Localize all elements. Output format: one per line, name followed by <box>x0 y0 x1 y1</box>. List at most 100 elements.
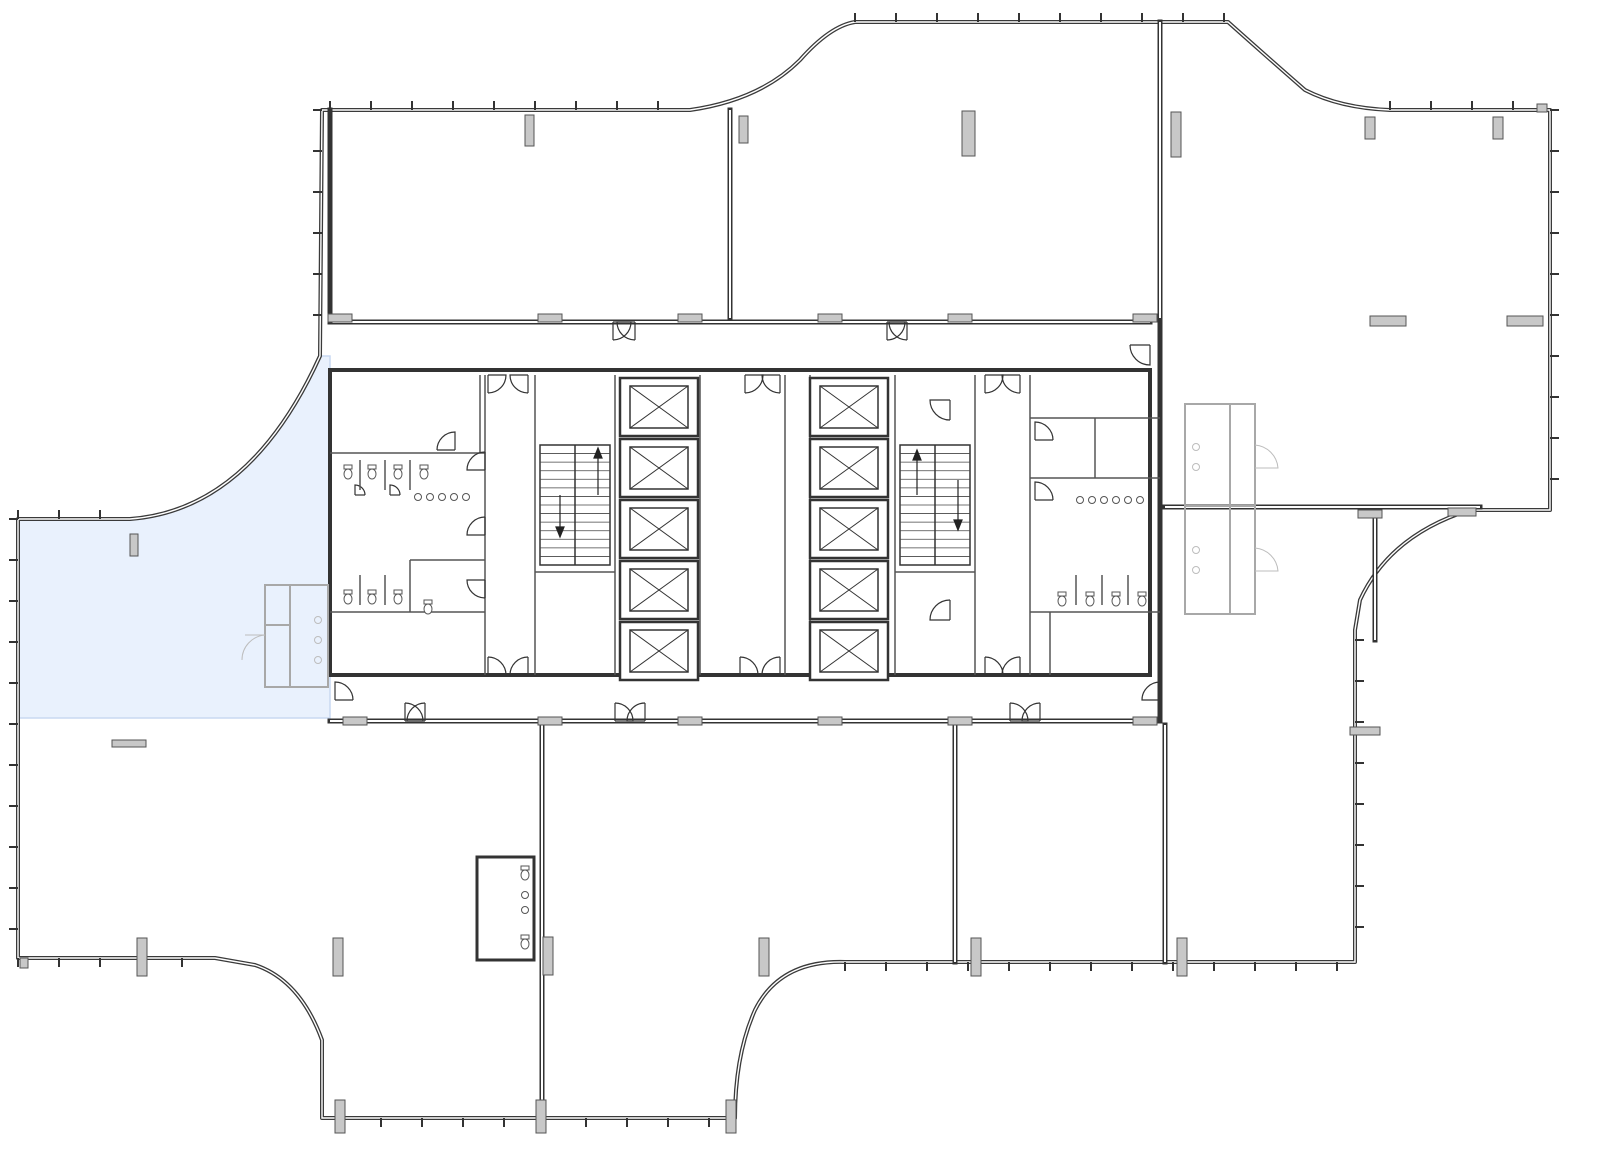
elevator-icon <box>808 376 890 438</box>
column-icon <box>817 313 843 323</box>
elevator-icon <box>618 376 700 438</box>
door-swing-icon[interactable] <box>888 321 908 341</box>
column-icon <box>1132 716 1158 726</box>
elevator-icon <box>618 437 700 499</box>
toilet-icon <box>314 636 322 644</box>
column-icon <box>1536 103 1548 113</box>
column-icon <box>1369 315 1407 327</box>
column-icon <box>19 957 29 969</box>
toilet-icon <box>1192 566 1200 574</box>
column-icon <box>136 937 148 977</box>
sink-icon <box>521 906 529 914</box>
toilet-icon <box>314 656 322 664</box>
window-mullions <box>9 13 1559 1127</box>
exterior-wall <box>16 20 1552 1120</box>
stair-down-arrow-icon-2 <box>953 519 963 532</box>
door-swing-icon[interactable] <box>616 321 636 341</box>
toilet-icon <box>1137 591 1147 607</box>
toilet-icon <box>393 464 403 480</box>
column-icon <box>1364 116 1376 140</box>
elevator-icon <box>618 559 700 621</box>
door-swing-icon[interactable] <box>1141 681 1161 701</box>
column-icon <box>1170 111 1182 158</box>
sink-icon <box>1124 496 1132 504</box>
stair-down-arrow-icon <box>555 526 565 539</box>
door-swing-icon[interactable] <box>1009 702 1029 722</box>
door-swing-icon[interactable] <box>614 702 634 722</box>
column-icon <box>677 313 703 323</box>
door-swing-icon[interactable] <box>929 399 951 421</box>
column-icon <box>758 937 770 977</box>
door-swing-icon[interactable] <box>1001 374 1021 394</box>
highlighted-room[interactable] <box>17 355 331 719</box>
sink-icon <box>450 493 458 501</box>
column-icon <box>537 716 563 726</box>
door-swing-icon[interactable] <box>739 656 759 676</box>
toilet-icon <box>520 934 530 950</box>
door-swing-icon[interactable] <box>1034 481 1054 501</box>
sink-icon <box>1076 496 1084 504</box>
toilet-icon <box>1192 443 1200 451</box>
toilet-icon <box>1192 463 1200 471</box>
column-icon <box>961 110 976 157</box>
interior-walls <box>327 19 1483 1121</box>
stair-left <box>539 444 611 566</box>
column-icon <box>1357 509 1383 519</box>
door-swing-icon[interactable] <box>436 431 456 451</box>
sink-icon <box>462 493 470 501</box>
door-swing-icon[interactable] <box>929 599 951 621</box>
column-icon <box>334 1099 346 1134</box>
toilet-icon <box>1111 591 1121 607</box>
door-swing-icon[interactable] <box>761 656 781 676</box>
door-swing-icon[interactable] <box>1034 421 1054 441</box>
door-swing-icon[interactable] <box>466 579 486 599</box>
column-icon <box>342 716 368 726</box>
column-icon <box>1492 116 1504 140</box>
door-swing-icon[interactable] <box>509 656 529 676</box>
door-swing-icon[interactable] <box>1021 702 1041 722</box>
toilet-icon <box>393 589 403 605</box>
door-swing-icon[interactable] <box>466 516 486 536</box>
column-icon <box>947 313 973 323</box>
door-swing-icon[interactable] <box>406 702 426 722</box>
door-swing-icon[interactable] <box>626 702 646 722</box>
door-swing-icon[interactable] <box>1001 656 1021 676</box>
ghost-restroom-east <box>1184 403 1279 615</box>
door-swing-icon[interactable] <box>984 374 1004 394</box>
door-swing-icon[interactable] <box>509 374 529 394</box>
column-icon <box>542 936 554 976</box>
doors[interactable] <box>334 321 1161 722</box>
restroom-fixtures <box>343 460 1147 950</box>
column-icon <box>537 313 563 323</box>
door-swing-icon[interactable] <box>744 374 764 394</box>
column-icon <box>535 1099 547 1134</box>
door-swing-icon[interactable] <box>354 484 366 496</box>
door-swing-icon[interactable] <box>1129 344 1151 366</box>
column-icon <box>1506 315 1544 327</box>
toilet-icon <box>314 616 322 624</box>
door-swing-icon[interactable] <box>984 656 1004 676</box>
toilet-icon <box>1192 546 1200 554</box>
toilet-icon <box>520 865 530 881</box>
column-icon <box>1447 507 1477 517</box>
column-icon <box>1132 313 1158 323</box>
sink-icon <box>414 493 422 501</box>
column-icon <box>111 739 147 748</box>
door-swing-icon[interactable] <box>334 681 354 701</box>
door-swing-icon[interactable] <box>487 656 507 676</box>
elevator-icon <box>618 620 700 682</box>
elevator-icon <box>808 620 890 682</box>
door-swing-icon[interactable] <box>466 451 486 471</box>
column-icon <box>1349 726 1381 736</box>
door-swing-icon[interactable] <box>487 374 507 394</box>
door-swing-icon[interactable] <box>761 374 781 394</box>
toilet-icon <box>343 589 353 605</box>
sink-icon <box>1112 496 1120 504</box>
structural-columns <box>19 103 1548 1134</box>
door-swing-icon[interactable] <box>389 484 401 496</box>
door-swing-icon[interactable] <box>612 321 632 341</box>
column-icon <box>725 1099 737 1134</box>
column-icon <box>327 313 353 323</box>
